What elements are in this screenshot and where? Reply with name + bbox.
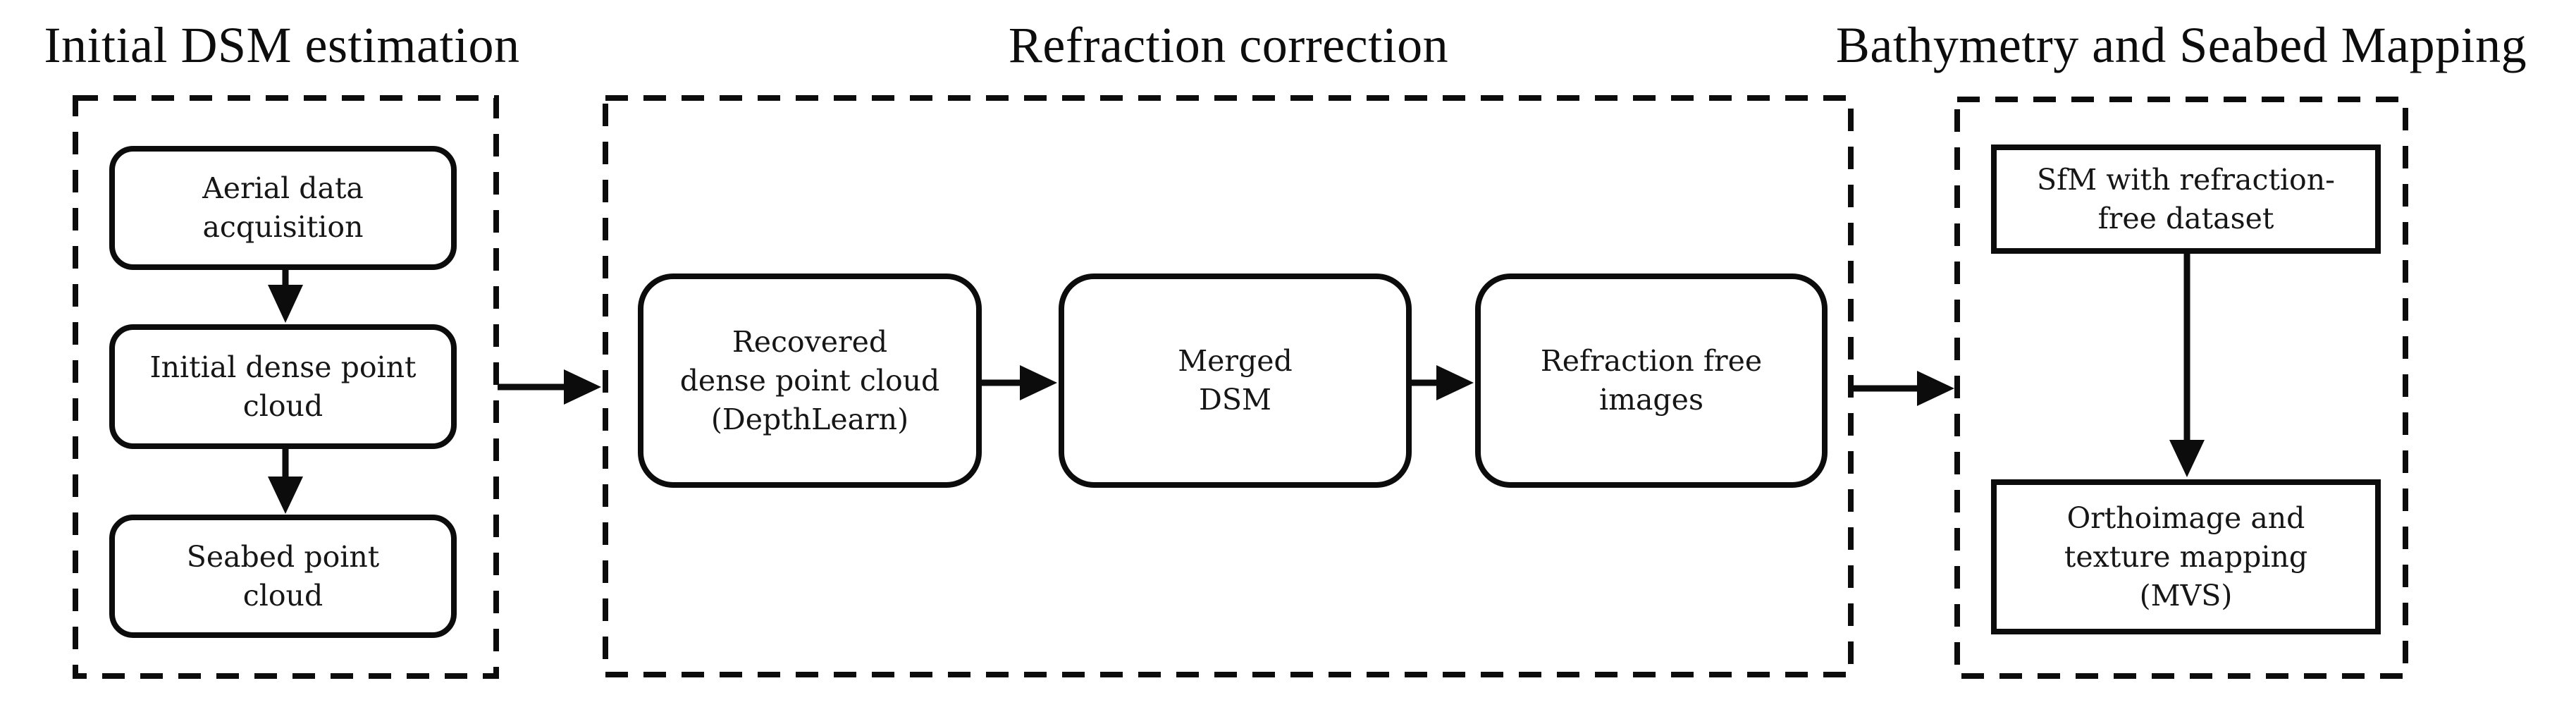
box-sfm-with-refraction-free-dataset: SfM with refraction- free dataset [1991, 145, 2381, 254]
section-title-bathymetry-seabed-mapping: Bathymetry and Seabed Mapping [1835, 17, 2527, 73]
arrow-sfm-to-orthoimage [2169, 254, 2205, 477]
section-title-initial-dsm-estimation: Initial DSM estimation [44, 17, 520, 73]
arrow-recovered-to-merged [980, 365, 1057, 400]
section-frame-bathymetry-mapping [1954, 97, 2408, 679]
box-orthoimage-texture-mapping-mvs: Orthoimage and texture mapping (MVS) [1991, 479, 2381, 634]
section-title-refraction-correction: Refraction correction [1008, 17, 1449, 73]
box-seabed-point-cloud: Seabed point cloud [109, 515, 457, 638]
section-frame-initial-dsm [73, 95, 499, 679]
box-recovered-dense-point-cloud-depthlearn: Recovered dense point cloud (DepthLearn) [638, 274, 982, 488]
box-aerial-data-acquisition: Aerial data acquisition [109, 146, 457, 270]
arrow-merged-to-refraction-free [1410, 365, 1474, 400]
arrow-section2-to-section3 [1852, 371, 1954, 406]
arrow-initial-dense-to-seabed [268, 446, 303, 514]
section-frame-refraction-correction [603, 95, 1854, 677]
box-refraction-free-images: Refraction free images [1475, 274, 1828, 488]
box-merged-dsm: Merged DSM [1059, 274, 1412, 488]
arrow-section1-to-section2 [498, 369, 601, 405]
arrow-aerial-to-initial-dense [268, 270, 303, 323]
box-initial-dense-point-cloud: Initial dense point cloud [109, 324, 457, 449]
